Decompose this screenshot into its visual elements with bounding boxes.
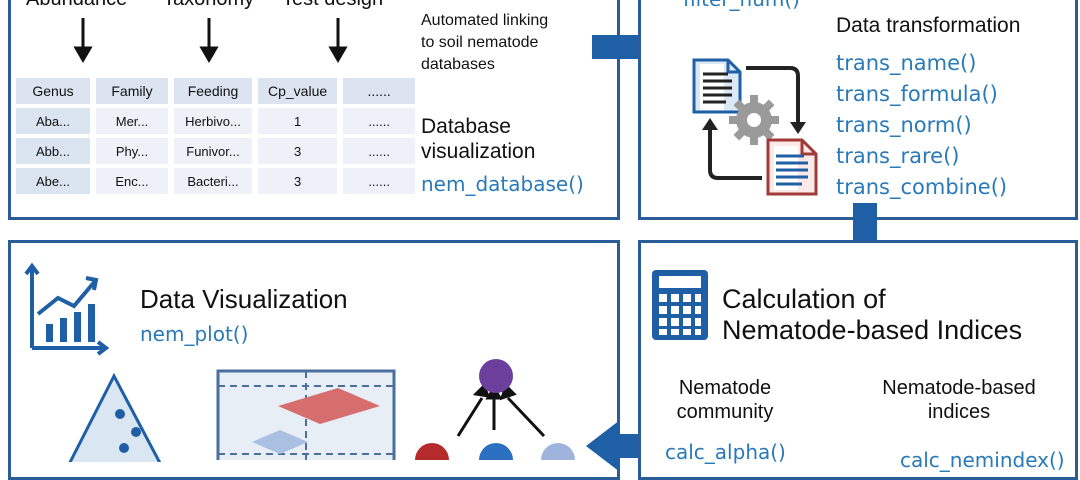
calc-alpha-func: calc_alpha() xyxy=(665,440,786,464)
nem-database-func: nem_database() xyxy=(421,172,584,196)
table-cell: Abe... xyxy=(16,168,90,194)
nematode-community-label: Nematode community xyxy=(676,377,774,423)
table-cell: Enc... xyxy=(96,168,168,194)
table-row: Aba... Mer... Herbivo... 1 ...... xyxy=(16,108,416,134)
table-cell: Bacteri... xyxy=(174,168,252,194)
table-cell: 3 xyxy=(258,168,338,194)
nematode-indices-label: Nematode-based indices xyxy=(882,377,1036,423)
table-cell: Abb... xyxy=(16,138,90,164)
table-cell: Herbivo... xyxy=(174,108,252,134)
down-arrows xyxy=(73,18,348,63)
table-cell: Aba... xyxy=(16,108,90,134)
gear-icon xyxy=(729,95,779,145)
label-test-design: Test design xyxy=(282,0,383,11)
table-cell: 1 xyxy=(258,108,338,134)
column-header: ...... xyxy=(343,78,416,104)
nematode-table: Genus Family Feeding Cp_value ...... Aba… xyxy=(10,74,421,198)
trans-combine-func: trans_combine() xyxy=(836,175,1008,199)
column-header: Genus xyxy=(16,78,90,104)
nem-plot-func: nem_plot() xyxy=(140,322,249,346)
document-icon xyxy=(692,58,742,114)
transform-func-list: trans_name() trans_formula() trans_norm(… xyxy=(836,48,1007,203)
column-header: Cp_value xyxy=(258,78,338,104)
document-icon xyxy=(766,138,818,196)
table-row: Abb... Phy... Funivor... 3 ...... xyxy=(16,138,416,164)
column-header: Family xyxy=(96,78,168,104)
filter-num-func: filter_num() xyxy=(683,0,800,11)
table-cell: 3 xyxy=(258,138,338,164)
trans-name-func: trans_name() xyxy=(836,51,977,75)
table-cell: Phy... xyxy=(96,138,168,164)
indices-calculation-panel xyxy=(638,240,1078,480)
table-row: Abe... Enc... Bacteri... 3 ...... xyxy=(16,168,416,194)
triangle-plot-icon xyxy=(68,372,162,462)
calc-nemindex-func: calc_nemindex() xyxy=(900,448,1065,472)
transformation-cycle-icon xyxy=(692,58,818,196)
table-cell: ...... xyxy=(343,168,416,194)
quadrant-plot-icon xyxy=(216,369,396,460)
trans-rare-func: trans_rare() xyxy=(836,144,960,168)
label-taxonomy: Taxonomy xyxy=(163,0,254,11)
calculation-title: Calculation of Nematode-based Indices xyxy=(722,284,1023,345)
table-cell: Mer... xyxy=(96,108,168,134)
network-plot-icon xyxy=(415,359,575,460)
column-header: Feeding xyxy=(174,78,252,104)
label-abundance: Abundance xyxy=(26,0,127,11)
trans-formula-func: trans_formula() xyxy=(836,82,998,106)
table-cell: ...... xyxy=(343,108,416,134)
linking-text: Automated linking to soil nematode datab… xyxy=(421,12,549,73)
table-cell: ...... xyxy=(343,138,416,164)
data-transformation-title: Data transformation xyxy=(836,14,1021,37)
calculator-icon xyxy=(652,270,708,340)
database-visualization-title: Database visualization xyxy=(421,115,536,163)
data-visualization-title: Data Visualization xyxy=(140,284,348,314)
left-arrow-icon xyxy=(586,420,662,472)
trans-norm-func: trans_norm() xyxy=(836,113,972,137)
chart-growth-icon xyxy=(24,262,110,356)
table-cell: Funivor... xyxy=(174,138,252,164)
